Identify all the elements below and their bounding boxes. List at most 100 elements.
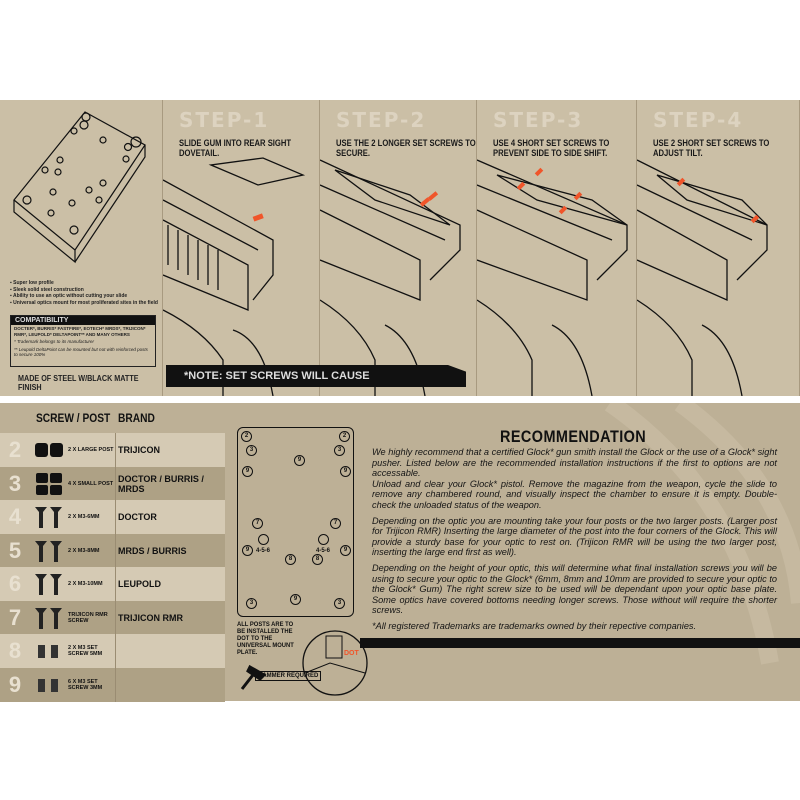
step-instruction: USE 2 SHORT SET SCREWS TO ADJUST TILT.	[653, 138, 770, 158]
part-description: 2 X M3-6MM	[68, 514, 100, 520]
pistol-slide-illustration	[637, 159, 768, 396]
pistol-slide-illustration	[477, 159, 628, 396]
screw-icon	[30, 572, 68, 596]
plate-hole: 3	[246, 598, 257, 609]
step-3-column: STEP-3 USE 4 SHORT SET SCREWS TO PREVENT…	[477, 100, 637, 396]
deltapoint-note: ** Leupold DeltaPoint can be mounted but…	[14, 346, 148, 358]
feature-list: ▪ Super low profile ▪ Sleek solid steel …	[10, 280, 160, 306]
hammer-required-label: HAMMER REQUIRED	[255, 671, 322, 681]
brand-cell: TRIJICON	[115, 433, 225, 467]
part-number: 2	[8, 437, 22, 462]
part-description: 6 X M3 SET SCREW 3MM	[68, 678, 103, 691]
table-row: 7 TRIJICON RMR SCREW TRIJICON RMR	[0, 600, 225, 635]
table-row: 4 2 X M3-6MM DOCTOR	[0, 500, 225, 534]
plate-hole: 3	[334, 598, 345, 609]
plate-hole: 9	[340, 545, 351, 556]
compatibility-heading: COMPATIBILITY	[11, 316, 155, 325]
pistol-slide-illustration	[163, 157, 306, 396]
brand-cell: MRDS / BURRIS	[115, 533, 225, 568]
table-row: 6 2 X M3-10MM LEUPOLD	[0, 567, 225, 601]
step-instruction: USE THE 2 LONGER SET SCREWS TO SECURE.	[336, 138, 476, 158]
plate-hole: 8	[285, 554, 296, 565]
compatibility-brands: DOCTER*, BURRIS* FASTFIRE*, EOTECH* MRDS…	[14, 326, 146, 337]
plate-hole: 3	[334, 445, 345, 456]
part-number: 4	[8, 504, 22, 529]
plate-hole: 9	[242, 466, 253, 477]
part-number: 8	[8, 638, 22, 663]
set-screw-icon	[30, 642, 68, 660]
feature-item: ▪ Super low profile	[10, 280, 54, 286]
step-1-column: STEP-1 SLIDE GUM INTO REAR SIGHT DOVETAI…	[163, 100, 320, 396]
plate-hole: 8	[312, 554, 323, 565]
recommendation-title: RECOMMENDATION	[500, 427, 647, 446]
step-title: STEP-4	[653, 108, 744, 132]
part-description: 2 X M3 SET SCREW 5MM	[68, 645, 103, 657]
part-description: 2 X M3-10MM	[68, 581, 103, 587]
table-row: 8 2 X M3 SET SCREW 5MM	[0, 634, 225, 668]
arrow-marker	[419, 197, 431, 207]
plate-hole: 2	[241, 431, 252, 442]
set-screw-warning: *NOTE: SET SCREWS WILL CAUSE DENTS/SCRAT…	[166, 365, 466, 387]
trademark-note: * Trademark belongs to its manufacturer	[14, 339, 94, 344]
brand-cell: DOCTOR	[115, 500, 225, 534]
step-instruction: USE 4 SHORT SET SCREWS TO PREVENT SIDE T…	[493, 138, 610, 158]
pistol-slide-illustration	[320, 159, 461, 396]
part-number: 6	[8, 571, 22, 596]
screw-icon	[30, 505, 68, 529]
part-description: 4 X SMALL POST	[68, 480, 114, 487]
arrow-marker	[252, 213, 264, 222]
plate-hole: 2	[339, 431, 350, 442]
part-description: 2 X M3-8MM	[68, 547, 100, 554]
product-column: ▪ Super low profile ▪ Sleek solid steel …	[0, 100, 163, 396]
plate-hole: 7	[252, 518, 263, 529]
column-header-screw: SCREW / POST	[36, 411, 111, 425]
material-text: MADE OF STEEL W/BLACK MATTE FINISH	[18, 374, 139, 392]
brand-cell: TRIJICON RMR	[115, 600, 225, 635]
column-header-brand: BRAND	[118, 411, 155, 425]
brand-cell: DOCTOR / BURRIS / MRDS	[115, 466, 225, 501]
step-title: STEP-2	[336, 108, 427, 132]
hammer-icon	[240, 664, 267, 690]
brand-cell	[115, 634, 225, 668]
part-description: TRIJICON RMR SCREW	[68, 611, 108, 624]
posts-note: ALL POSTS ARE TO BE INSTALLED THE DOT TO…	[237, 621, 294, 656]
compatibility-box: COMPATIBILITY DOCTER*, BURRIS* FASTFIRE*…	[10, 315, 156, 367]
feature-item: ▪ Universal optics mount for most prolif…	[10, 299, 158, 306]
table-row: 9 6 X M3 SET SCREW 3MM	[0, 667, 225, 702]
dot-label: DOT	[344, 650, 360, 657]
plate-hole: 9	[340, 466, 351, 477]
screw-icon	[30, 606, 68, 630]
part-description: 2 X LARGE POST	[68, 447, 114, 453]
step-title: STEP-3	[493, 108, 584, 132]
post-dot-detail: DOT	[302, 630, 368, 696]
paragraph: Depending on the optic you are mounting …	[372, 515, 777, 558]
paragraph: Unload and clear your Glock* pistol. Rem…	[372, 478, 777, 510]
brand-cell	[115, 667, 225, 702]
brand-cell: LEUPOLD	[115, 567, 225, 601]
mount-plate-illustration	[13, 111, 146, 264]
paragraph: Depending on the height of your optic, t…	[372, 562, 777, 616]
steps-panel: ▪ Super low profile ▪ Sleek solid steel …	[0, 100, 800, 396]
hole-label: 4-5-6	[316, 548, 331, 554]
part-number: 7	[8, 604, 22, 630]
plate-hole: 7	[330, 518, 341, 529]
watermark-logo	[604, 403, 800, 665]
part-number: 9	[8, 671, 22, 697]
plate-hole: 9	[294, 455, 305, 466]
step-2-column: STEP-2 USE THE 2 LONGER SET SCREWS TO SE…	[320, 100, 477, 396]
large-post-icon	[30, 442, 68, 458]
recommendation-text: We highly recommend that a certified Glo…	[372, 447, 777, 637]
plate-hole: 4-5-6	[316, 534, 330, 554]
feature-item: ▪ Sleek solid steel construction	[10, 286, 84, 293]
step-4-column: STEP-4 USE 2 SHORT SET SCREWS TO ADJUST …	[637, 100, 800, 396]
set-screw-icon	[30, 676, 68, 694]
step-instruction: SLIDE GUM INTO REAR SIGHT DOVETAIL.	[179, 138, 292, 158]
divider-bar	[360, 638, 800, 648]
hole-label: 4-5-6	[256, 548, 271, 554]
feature-item: ▪ Ability to use an optic without cuttin…	[10, 293, 128, 299]
plate-hole: 9	[242, 545, 253, 556]
